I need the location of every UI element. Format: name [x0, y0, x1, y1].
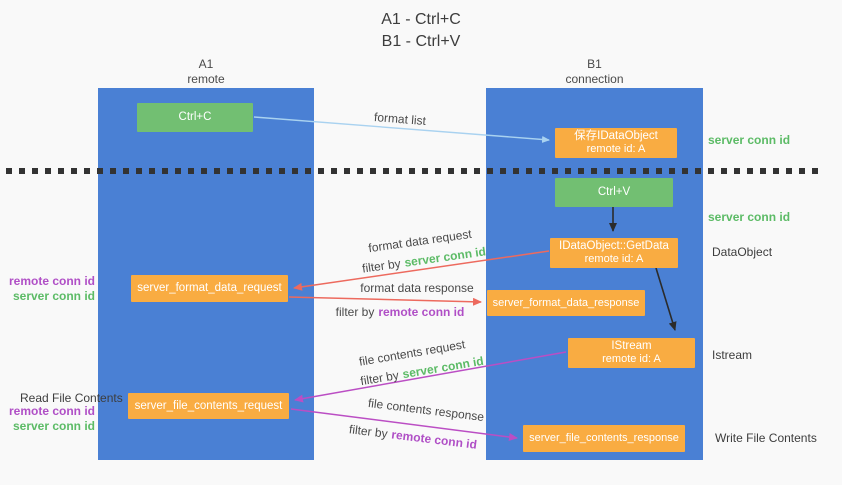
- column-header-a1: A1 remote: [98, 57, 314, 87]
- box-idataobject-getdata-line2: remote id: A: [584, 253, 644, 265]
- box-server-format-data-response: server_format_data_response: [487, 290, 645, 316]
- column-a1-id: A1: [198, 57, 214, 71]
- box-idataobject-getdata: IDataObject::GetData remote id: A: [550, 238, 678, 268]
- phase-divider-dotted-line: [6, 168, 824, 174]
- box-istream-line1: IStream: [611, 340, 652, 352]
- column-a1-name: remote: [187, 72, 225, 86]
- label-server-conn-id-1: server conn id: [12, 289, 95, 303]
- title-line-1: A1 - Ctrl+C: [381, 11, 461, 28]
- box-istream: IStream remote id: A: [568, 338, 695, 368]
- label-server-conn-id-2: server conn id: [12, 419, 95, 433]
- label-istream: Istream: [712, 348, 753, 362]
- label-remote-conn-id-2: remote conn id: [8, 404, 95, 418]
- box-server-file-contents-response: server_file_contents_response: [523, 425, 685, 452]
- label-read-file-contents: Read File Contents: [20, 391, 123, 405]
- box-ctrl-v: Ctrl+V: [555, 178, 673, 207]
- column-b1-id: B1: [587, 57, 602, 71]
- box-istream-line2: remote id: A: [602, 353, 661, 365]
- title-line-2: B1 - Ctrl+V: [381, 33, 461, 50]
- box-server-format-data-request-label: server_format_data_request: [137, 282, 282, 294]
- column-b1-name: connection: [565, 72, 624, 86]
- box-server-file-contents-request: server_file_contents_request: [128, 393, 289, 419]
- label-server-conn-id-mid: server conn id: [708, 210, 791, 224]
- label-server-conn-id-top: server conn id: [708, 133, 791, 147]
- arrow-label-format-data-response: format data response: [360, 281, 474, 295]
- conn-id-group-format: remote conn id server conn id: [8, 274, 95, 304]
- box-save-idataobject-line2: remote id: A: [586, 143, 646, 155]
- label-write-file-contents: Write File Contents: [715, 431, 817, 445]
- arrow-filter-format-data-response: filter by remote conn id: [335, 305, 465, 319]
- box-save-idataobject: 保存IDataObject remote id: A: [555, 128, 677, 158]
- arrow-filter-file-contents-response: filter by remote conn id: [348, 422, 478, 452]
- box-save-idataobject-line1: 保存IDataObject: [574, 130, 658, 142]
- box-ctrl-c: Ctrl+C: [137, 103, 253, 132]
- box-server-format-data-request: server_format_data_request: [131, 275, 288, 302]
- conn-id-group-file: remote conn id server conn id: [8, 404, 95, 434]
- arrow-label-format-list: format list: [373, 109, 427, 129]
- box-idataobject-getdata-line1: IDataObject::GetData: [559, 240, 669, 252]
- arrow-format-data-response: [288, 296, 482, 306]
- label-remote-conn-id-1: remote conn id: [8, 274, 95, 288]
- column-header-b1: B1 connection: [486, 57, 703, 87]
- box-server-format-data-response-label: server_format_data_response: [492, 296, 640, 309]
- box-ctrl-c-label: Ctrl+C: [178, 111, 212, 123]
- arrow-label-file-contents-response: file contents response: [367, 395, 485, 425]
- box-ctrl-v-label: Ctrl+V: [597, 186, 631, 198]
- label-dataobject: DataObject: [712, 245, 773, 259]
- diagram-title: A1 - Ctrl+C B1 - Ctrl+V: [0, 9, 842, 53]
- box-server-file-contents-request-label: server_file_contents_request: [134, 399, 283, 412]
- box-server-file-contents-response-label: server_file_contents_response: [529, 432, 679, 444]
